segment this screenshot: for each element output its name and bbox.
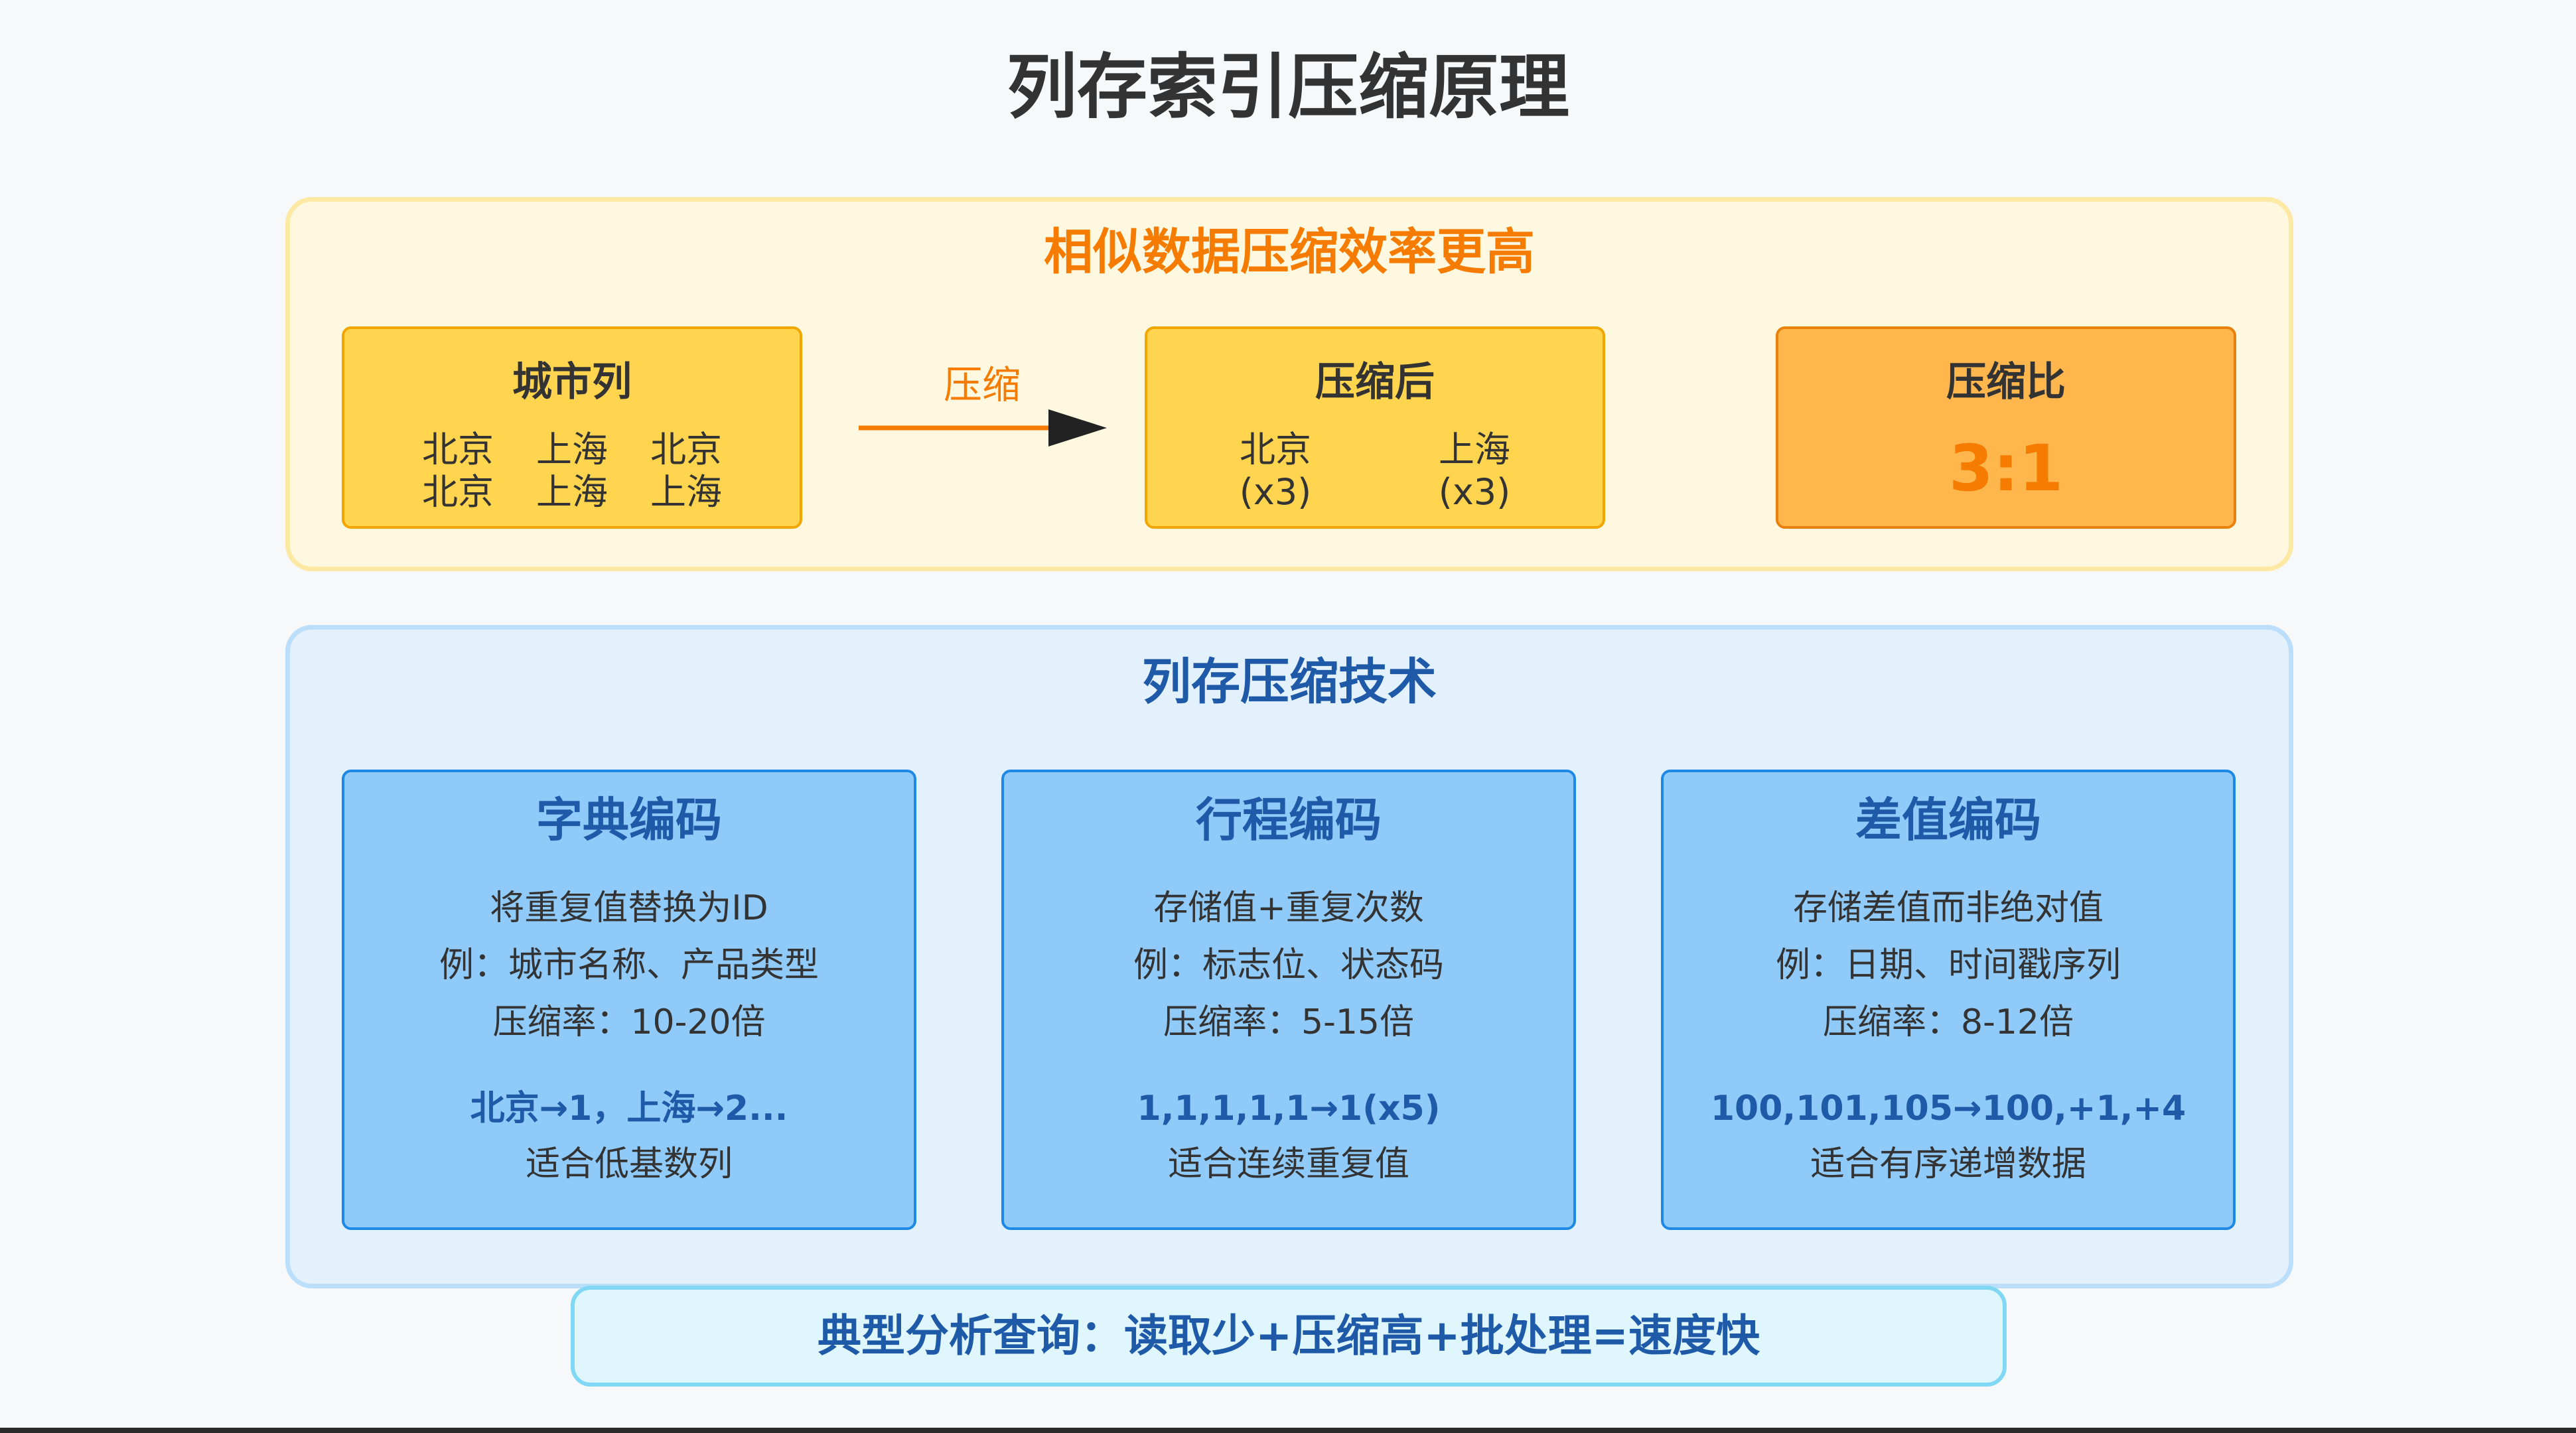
bottom-divider xyxy=(0,1428,2576,1433)
compressed-item-count: (x3) xyxy=(1239,471,1312,513)
card-title: 行程编码 xyxy=(1196,793,1382,847)
card-ratio: 压缩率：5-15倍 xyxy=(1163,1002,1415,1042)
card-ratio: 压缩率：10-20倍 xyxy=(492,1002,766,1042)
compression-ratio-label: 压缩比 xyxy=(1946,359,2066,405)
card-ratio: 压缩率：8-12倍 xyxy=(1822,1002,2074,1042)
run-length-encoding-card: 行程编码 存储值+重复次数 例：标志位、状态码 压缩率：5-15倍 1,1,1,… xyxy=(1001,770,1576,1230)
card-example: 北京→1，上海→2... xyxy=(470,1089,788,1128)
city-cell: 上海 xyxy=(536,471,608,513)
city-cell: 北京 xyxy=(422,471,494,513)
city-cell: 上海 xyxy=(536,429,608,470)
compression-ratio-box: 压缩比 3:1 xyxy=(1776,326,2236,529)
card-example: 1,1,1,1,1→1(x5) xyxy=(1137,1089,1441,1128)
card-description: 存储值+重复次数 xyxy=(1153,888,1424,928)
summary-banner: 典型分析查询：读取少+压缩高+批处理=速度快 xyxy=(571,1286,2007,1387)
card-fit: 适合低基数列 xyxy=(525,1144,733,1184)
card-use-case: 例：标志位、状态码 xyxy=(1133,945,1444,985)
card-title: 字典编码 xyxy=(536,793,722,847)
summary-banner-text: 典型分析查询：读取少+压缩高+批处理=速度快 xyxy=(818,1310,1760,1361)
compressed-values: 北京 (x3) 上海 (x3) xyxy=(1147,429,1603,513)
card-use-case: 例：城市名称、产品类型 xyxy=(439,945,819,985)
similar-data-title: 相似数据压缩效率更高 xyxy=(1044,224,1535,281)
compressed-item: 北京 (x3) xyxy=(1216,429,1335,513)
card-example: 100,101,105→100,+1,+4 xyxy=(1710,1089,2186,1128)
compression-ratio-value: 3:1 xyxy=(1949,431,2063,506)
city-column-values: 北京 上海 北京 北京 上海 上海 xyxy=(344,429,800,513)
card-description: 存储差值而非绝对值 xyxy=(1792,888,2104,928)
city-cell: 北京 xyxy=(422,429,494,470)
card-title: 差值编码 xyxy=(1855,793,2041,847)
delta-encoding-card: 差值编码 存储差值而非绝对值 例：日期、时间戳序列 压缩率：8-12倍 100,… xyxy=(1661,770,2236,1230)
card-fit: 适合有序递增数据 xyxy=(1810,1144,2086,1184)
city-column-box: 城市列 北京 上海 北京 北京 上海 上海 xyxy=(342,326,802,529)
city-cell: 上海 xyxy=(650,471,722,513)
dictionary-encoding-card: 字典编码 将重复值替换为ID 例：城市名称、产品类型 压缩率：10-20倍 北京… xyxy=(342,770,916,1230)
card-use-case: 例：日期、时间戳序列 xyxy=(1775,945,2121,985)
city-column-label: 城市列 xyxy=(512,359,632,405)
compressed-item-count: (x3) xyxy=(1438,471,1511,513)
card-fit: 适合连续重复值 xyxy=(1167,1144,1409,1184)
page-title: 列存索引压缩原理 xyxy=(1007,46,1569,128)
techniques-title: 列存压缩技术 xyxy=(1142,653,1437,711)
compress-arrow-label: 压缩 xyxy=(943,362,1021,407)
compressed-item-name: 上海 xyxy=(1439,429,1510,470)
compressed-box: 压缩后 北京 (x3) 上海 (x3) xyxy=(1145,326,1605,529)
compressed-item-name: 北京 xyxy=(1240,429,1311,470)
card-description: 将重复值替换为ID xyxy=(490,888,768,928)
compress-arrow-icon xyxy=(859,409,1107,446)
compressed-label: 压缩后 xyxy=(1315,359,1435,405)
city-cell: 北京 xyxy=(650,429,722,470)
compressed-item: 上海 (x3) xyxy=(1415,429,1534,513)
